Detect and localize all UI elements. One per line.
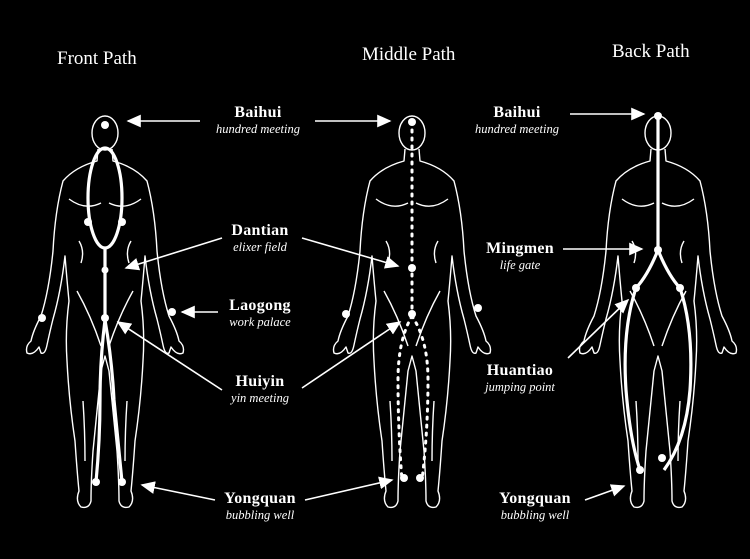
arrow-huiyin-middle bbox=[301, 321, 402, 389]
middle-points bbox=[342, 118, 482, 482]
back-path-title: Back Path bbox=[612, 41, 690, 62]
label-translation: hundred meeting bbox=[475, 122, 559, 137]
front-path-lines bbox=[86, 146, 124, 483]
arrow-dantian-middle bbox=[301, 237, 400, 269]
label-name: Baihui bbox=[234, 104, 282, 121]
middle-path-lines bbox=[396, 120, 430, 482]
label-translation: jumping point bbox=[485, 380, 555, 395]
front-path-title: Front Path bbox=[57, 48, 137, 69]
arrow-dantian-front bbox=[124, 237, 223, 271]
label-dantian: Dantian elixer field bbox=[210, 222, 310, 255]
label-baihui-center: Baihui hundred meeting bbox=[203, 104, 313, 137]
label-translation: work palace bbox=[229, 315, 291, 330]
label-name: Yongquan bbox=[499, 490, 571, 507]
annotation-arrows bbox=[116, 107, 646, 501]
label-huiyin: Huiyin yin meeting bbox=[210, 373, 310, 406]
middle-path-title: Middle Path bbox=[362, 44, 456, 65]
back-path-lines bbox=[623, 117, 693, 471]
label-name: Dantian bbox=[231, 222, 289, 239]
label-huantiao: Huantiao jumping point bbox=[470, 362, 570, 395]
label-translation: hundred meeting bbox=[216, 122, 300, 137]
label-translation: yin meeting bbox=[231, 391, 289, 406]
label-name: Yongquan bbox=[224, 490, 296, 507]
label-translation: bubbling well bbox=[225, 508, 295, 523]
arrow-yongquan-front bbox=[140, 481, 216, 501]
label-laogong: Laogong work palace bbox=[210, 297, 310, 330]
label-name: Mingmen bbox=[486, 240, 554, 257]
label-name: Baihui bbox=[493, 104, 541, 121]
label-mingmen: Mingmen life gate bbox=[470, 240, 570, 273]
label-name: Huantiao bbox=[486, 362, 554, 379]
label-name: Laogong bbox=[229, 297, 291, 314]
label-yongquan-center: Yongquan bubbling well bbox=[210, 490, 310, 523]
front-points bbox=[38, 121, 176, 486]
arrow-huiyin-front bbox=[116, 321, 223, 391]
back-points bbox=[632, 112, 684, 474]
label-yongquan-right: Yongquan bubbling well bbox=[485, 490, 585, 523]
label-baihui-right: Baihui hundred meeting bbox=[462, 104, 572, 137]
arrow-huantiao bbox=[567, 298, 630, 359]
arrow-yongquan-back bbox=[584, 484, 626, 501]
label-translation: elixer field bbox=[233, 240, 287, 255]
label-name: Huiyin bbox=[235, 373, 285, 390]
arrow-yongquan-middle bbox=[304, 476, 394, 501]
label-translation: bubbling well bbox=[500, 508, 570, 523]
label-translation: life gate bbox=[499, 258, 541, 273]
